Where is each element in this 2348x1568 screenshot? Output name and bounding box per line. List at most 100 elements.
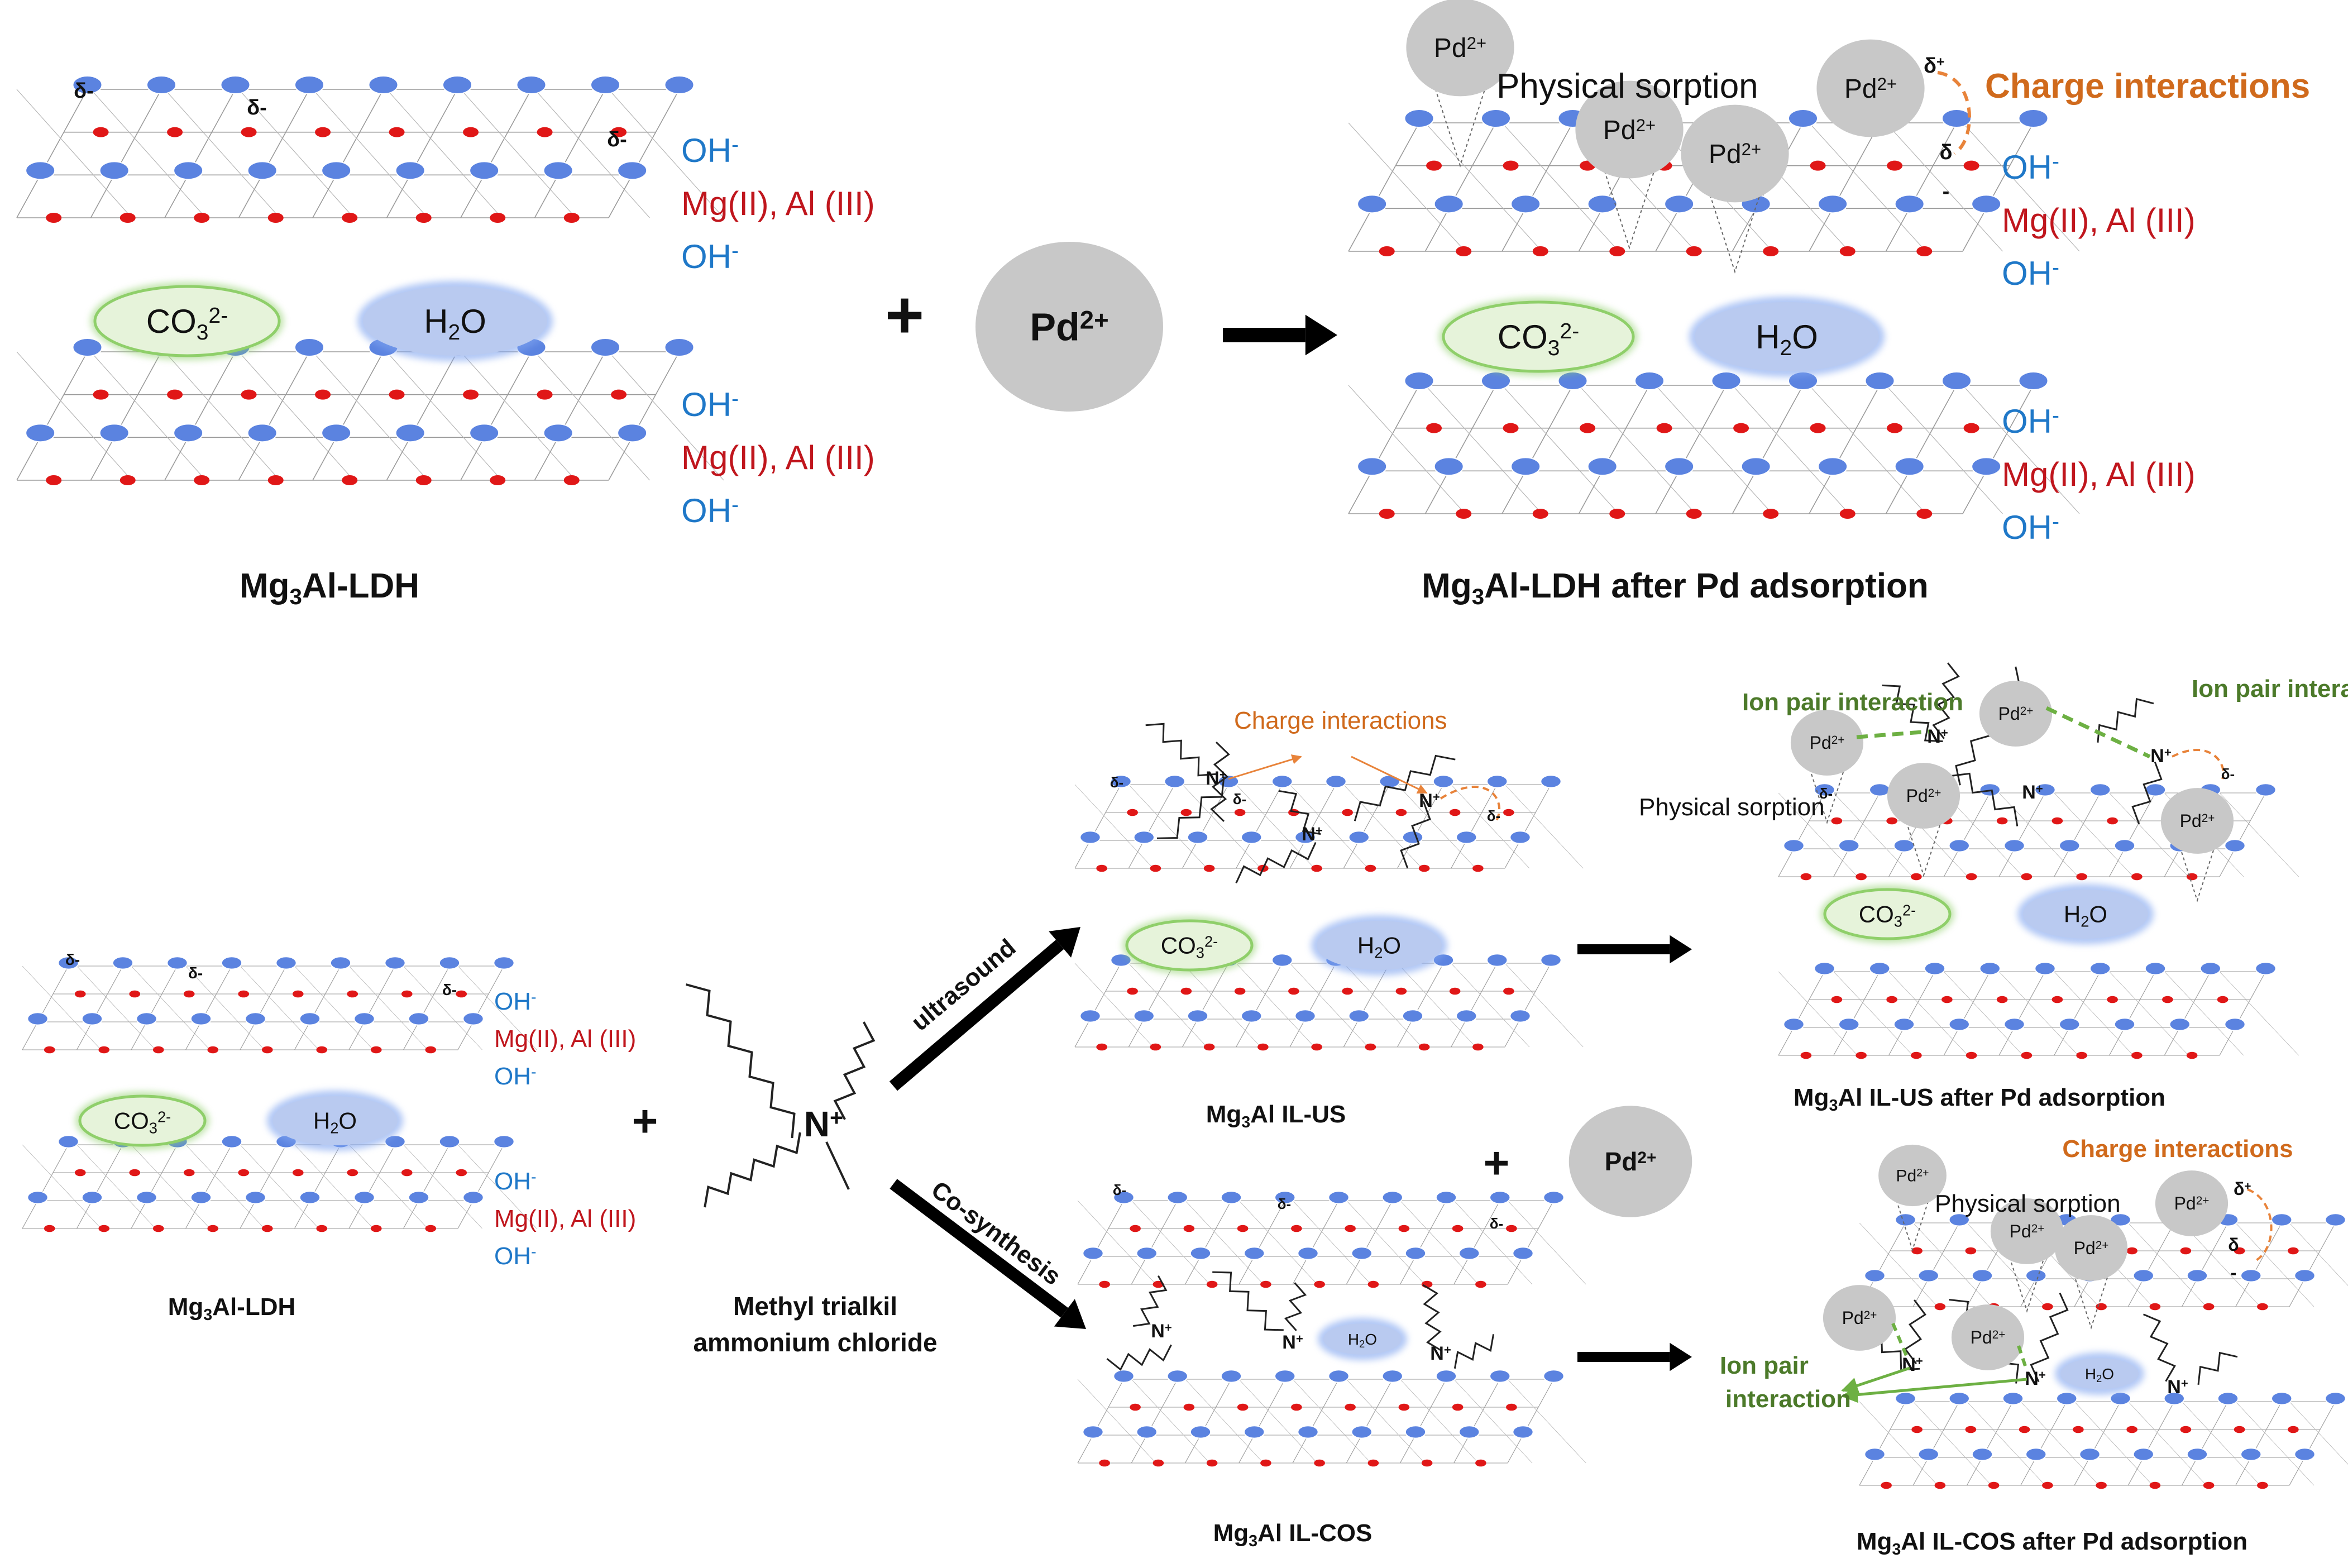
oh-node xyxy=(2025,1269,2047,1283)
grid-line xyxy=(2219,971,2266,1056)
text-run: 3 xyxy=(290,584,302,609)
metal-node xyxy=(1965,1426,1977,1433)
metal-node xyxy=(1886,996,1897,1003)
metal-node xyxy=(490,213,506,223)
metal-node xyxy=(167,389,183,400)
palladium-label: Pd2+ xyxy=(2180,811,2215,831)
metal-node xyxy=(1916,246,1933,256)
oh-node xyxy=(493,1135,515,1149)
grid-line xyxy=(1967,1222,2046,1307)
physical-sorption-label: Physical sorption xyxy=(1935,1190,2121,1217)
palladium-ion xyxy=(1681,104,1789,203)
oh-node xyxy=(1895,1213,1916,1227)
metal-node xyxy=(1291,1403,1302,1411)
oh-node xyxy=(2034,962,2056,976)
text-run: δ- xyxy=(188,964,203,982)
text-run: + xyxy=(1165,1321,1172,1335)
grid-line xyxy=(1451,784,1498,869)
grid-line xyxy=(608,351,724,481)
charge-interaction-line xyxy=(2247,1188,2273,1263)
metal-node xyxy=(389,389,405,400)
water-label: H2O xyxy=(313,1108,357,1137)
oh-node xyxy=(395,423,425,443)
grid-line xyxy=(1451,963,1530,1048)
text-run: 2+ xyxy=(2202,812,2215,825)
grid-line xyxy=(2182,1401,2229,1486)
metal-node xyxy=(415,213,432,223)
oh-node xyxy=(2169,1017,2191,1031)
oh-node xyxy=(173,423,204,443)
metal-node xyxy=(1345,1225,1356,1232)
text-run: O xyxy=(1792,318,1818,356)
grid-line xyxy=(1182,963,1229,1048)
text-run: + xyxy=(632,1096,658,1146)
oh-node xyxy=(1948,839,1970,853)
partial-charge-label: δ- xyxy=(1113,1182,1126,1198)
grid-line xyxy=(1397,963,1476,1048)
metal-node xyxy=(1686,509,1702,519)
grid-line xyxy=(1504,963,1551,1048)
alkyl-chain xyxy=(2097,697,2154,743)
text-run: Pd xyxy=(1842,1308,1864,1328)
text-run: CO xyxy=(1161,933,1196,959)
grid-line xyxy=(1348,122,1466,252)
grid-line xyxy=(1833,792,1913,877)
text-run: O xyxy=(1383,933,1401,959)
grid-line xyxy=(238,89,354,218)
grid-line xyxy=(131,965,211,1050)
grid-line xyxy=(1292,1379,1339,1464)
metal-node xyxy=(267,213,284,223)
text-run: 3 xyxy=(149,1120,157,1137)
grid-line xyxy=(1912,1222,1960,1307)
text-run: Methyl trialkil xyxy=(733,1292,897,1321)
metal-node xyxy=(2051,996,2063,1003)
oh-node xyxy=(299,1012,321,1026)
grid-line xyxy=(131,1144,211,1229)
ldh-bottom-sheet xyxy=(1348,371,2080,519)
grid-line xyxy=(1348,385,1466,514)
metal-node xyxy=(1963,160,1979,171)
physical-sorption-label: Physical sorption xyxy=(1496,67,1758,106)
grid-line xyxy=(1182,784,1229,869)
sorption-cone xyxy=(1807,763,1847,824)
text-run: Al-LDH after Pd adsorption xyxy=(1484,567,1929,605)
metal-node xyxy=(2288,1426,2299,1433)
grid-line xyxy=(534,351,650,481)
oh-node xyxy=(1512,1246,1534,1260)
text-run: 2+ xyxy=(1864,1309,1877,1322)
text-run: - xyxy=(531,1168,537,1186)
grid-line xyxy=(1346,1200,1393,1285)
alkyl-chain xyxy=(1284,1282,1307,1331)
metal-node xyxy=(2186,1051,2198,1059)
grid-line xyxy=(76,1144,123,1229)
grid-line xyxy=(1943,971,2024,1056)
grid-line xyxy=(1238,1200,1285,1285)
metal-node xyxy=(261,1046,273,1054)
grid-line xyxy=(22,1144,102,1229)
text-run: δ xyxy=(2228,1235,2239,1255)
alkyl-chain xyxy=(833,1021,876,1120)
grid-line xyxy=(2164,971,2244,1056)
text-run: N xyxy=(1419,790,1433,811)
grid-line xyxy=(608,89,680,218)
oh-node xyxy=(329,956,352,970)
metal-node xyxy=(1365,1043,1376,1051)
grid-line xyxy=(1348,385,1420,514)
text-run: 2+ xyxy=(2096,1239,2109,1252)
grid-line xyxy=(1238,1200,1318,1285)
carbonate-label: CO32- xyxy=(146,303,228,345)
text-run: N xyxy=(1302,824,1316,845)
metal-node xyxy=(1234,987,1246,995)
text-run: N xyxy=(2022,782,2036,803)
text-run: N xyxy=(804,1104,830,1144)
oh-node xyxy=(1187,830,1209,844)
metal-node xyxy=(1096,864,1107,872)
text-run: δ- xyxy=(2221,766,2235,782)
grid-line xyxy=(1289,784,1369,869)
text-run: 3 xyxy=(1892,1541,1901,1559)
metal-node xyxy=(1288,987,1299,995)
grid-line xyxy=(312,351,428,481)
grid-line xyxy=(1424,122,1496,252)
oh-node xyxy=(99,161,130,180)
grid-line xyxy=(2109,792,2189,877)
